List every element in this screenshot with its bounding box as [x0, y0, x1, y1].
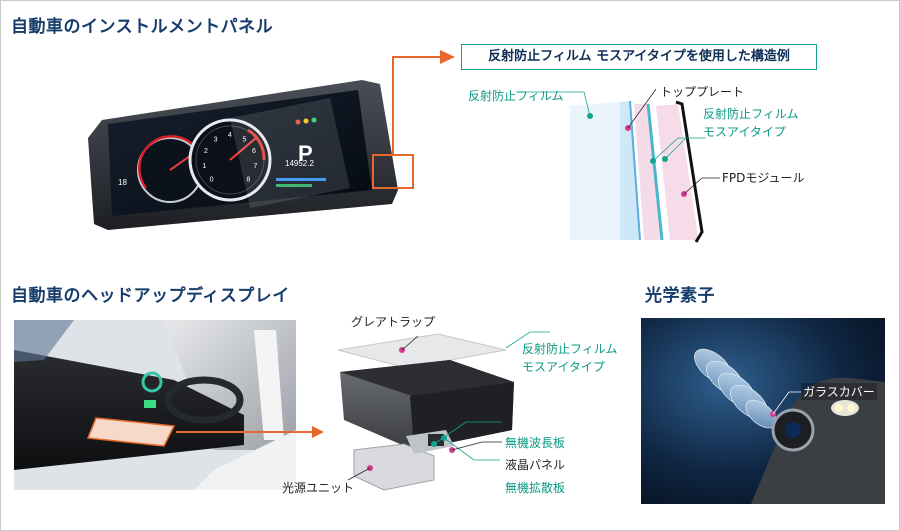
- gear-indicator: P: [298, 141, 313, 166]
- label-moth-eye-film: 反射防止フィルム: [703, 107, 799, 121]
- speed-tick-label: 2: [204, 148, 208, 155]
- label-lcd-panel: 液晶パネル: [505, 458, 566, 472]
- speed-tick-label: 1: [203, 163, 207, 170]
- odometer-readout: 14952.2: [285, 159, 314, 168]
- speed-tick-label: 0: [210, 176, 214, 183]
- speed-tick-label: 5: [242, 136, 246, 143]
- speedometer-tick-labels: 01 23 4 56 78: [203, 132, 258, 183]
- car-interior-illustration: [14, 320, 296, 490]
- speed-tick-label: 6: [252, 148, 256, 155]
- label-top-plate: トッププレート: [660, 85, 745, 99]
- label-ar-film: 反射防止フィルム: [468, 89, 564, 103]
- label-hud-ar-film: 反射防止フィルム: [522, 342, 618, 356]
- label-hud-moth-eye: モスアイタイプ: [522, 360, 605, 374]
- label-glare-trap: グレアトラップ: [351, 315, 436, 329]
- label-wave-plate: 無機波長板: [505, 436, 566, 450]
- label-light-unit: 光源ユニット: [282, 481, 355, 495]
- layer-structure-diagram: [516, 88, 720, 243]
- speed-tick-label: 8: [246, 176, 250, 183]
- hud-unit-highlight: [86, 417, 176, 447]
- speed-tick-label: 4: [228, 132, 232, 139]
- structure-callout: 反射防止フィルム モスアイタイプを使用した構造例: [461, 44, 817, 70]
- optics-camera-illustration: [641, 318, 885, 504]
- hud-exploded-view: [337, 331, 550, 491]
- label-moth-eye-type: モスアイタイプ: [703, 125, 786, 139]
- label-diffuser: 無機拡散板: [505, 481, 566, 495]
- light-source-unit: [353, 443, 435, 491]
- section-title-instrument-panel: 自動車のインストルメントパネル: [11, 17, 274, 37]
- label-glass-cover: ガラスカバー: [801, 383, 877, 400]
- speed-tick-label: 3: [214, 136, 218, 143]
- speed-tick-label: 7: [254, 163, 258, 170]
- label-fpd-module: FPDモジュール: [722, 171, 805, 185]
- section-title-hud: 自動車のヘッドアップディスプレイ: [11, 286, 290, 306]
- temperature-readout: 18: [118, 178, 127, 187]
- glare-trap-plate: [337, 333, 507, 369]
- section-title-optics: 光学素子: [645, 286, 715, 306]
- instrument-cluster-illustration: 01 23 4 56 78 P 14952.2 18: [88, 80, 414, 230]
